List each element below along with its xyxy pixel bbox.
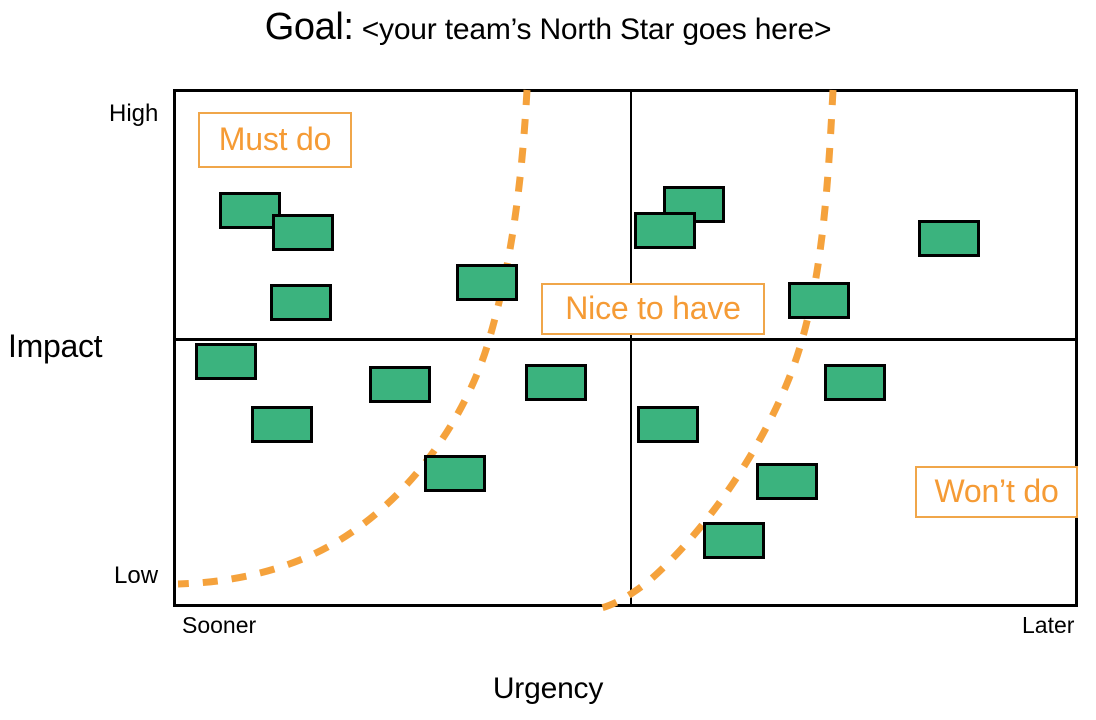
quadrant-divider-horizontal xyxy=(173,338,1078,341)
matrix-item[interactable] xyxy=(369,366,432,404)
matrix-item[interactable] xyxy=(823,364,886,402)
matrix-item[interactable] xyxy=(787,282,850,320)
matrix-item[interactable] xyxy=(424,454,487,492)
matrix-item[interactable] xyxy=(194,342,257,380)
matrix-item[interactable] xyxy=(918,219,981,257)
x-axis-tick-sooner: Sooner xyxy=(182,612,257,638)
title-goal-label: Goal: xyxy=(264,6,354,48)
page-title: Goal: <your team’s North Star goes here> xyxy=(0,6,1096,49)
matrix-item[interactable] xyxy=(634,211,697,249)
quadrant-divider-vertical xyxy=(630,89,632,607)
matrix-item[interactable] xyxy=(703,522,766,560)
y-axis-tick-high: High xyxy=(109,100,159,127)
x-axis-tick-later: Later xyxy=(1022,612,1075,638)
matrix-item[interactable] xyxy=(250,406,313,444)
title-placeholder-text: <your team’s North Star goes here> xyxy=(353,13,832,46)
y-axis-label: Impact xyxy=(8,328,103,364)
matrix-item[interactable] xyxy=(271,214,334,252)
quadrant-label-nice-to-have[interactable]: Nice to have xyxy=(541,283,765,335)
matrix-item[interactable] xyxy=(219,192,282,230)
quadrant-label-must-do[interactable]: Must do xyxy=(198,112,352,168)
matrix-item[interactable] xyxy=(269,283,332,321)
matrix-item[interactable] xyxy=(525,364,588,402)
x-axis-label: Urgency xyxy=(492,672,604,705)
quadrant-label-wont-do[interactable]: Won’t do xyxy=(915,466,1078,518)
y-axis-tick-low: Low xyxy=(114,562,159,589)
matrix-item[interactable] xyxy=(456,263,519,301)
matrix-item[interactable] xyxy=(756,463,819,501)
matrix-item[interactable] xyxy=(637,406,700,444)
